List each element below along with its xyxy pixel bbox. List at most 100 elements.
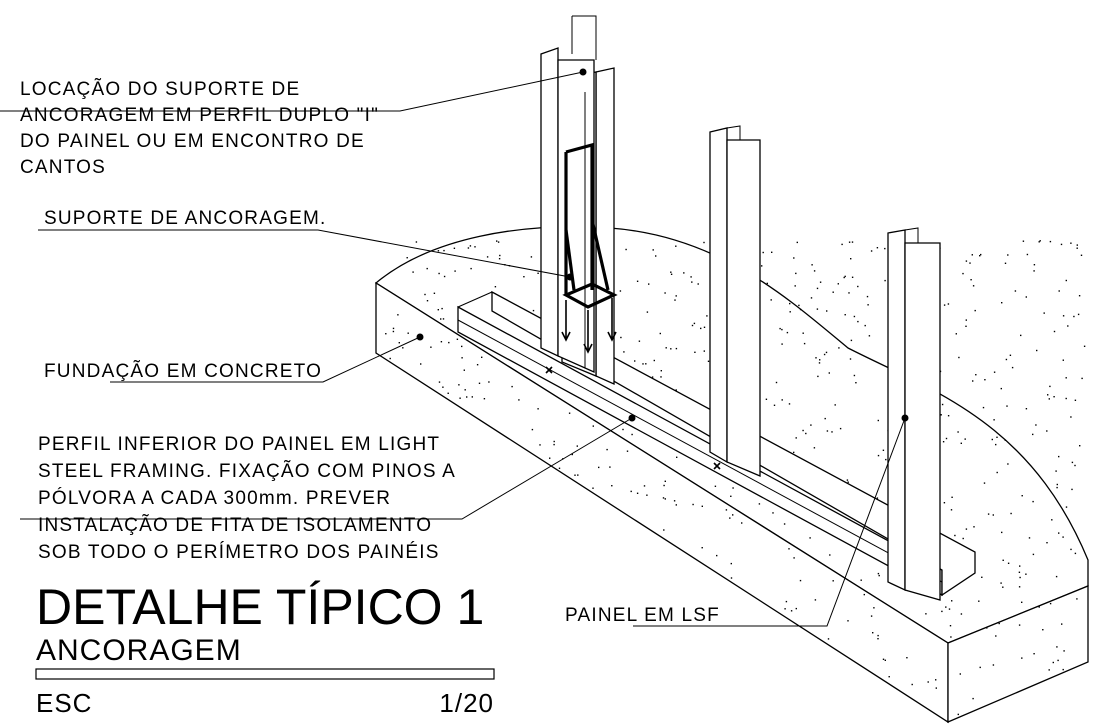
aggregate-dot [1077, 313, 1080, 316]
aggregate-dot [407, 332, 409, 334]
aggregate-dot [965, 325, 967, 327]
annotation-line: DO PAINEL OU EM ENCONTRO DE [20, 131, 365, 152]
aggregate-dot [1026, 253, 1029, 256]
aggregate-dot [1081, 377, 1083, 380]
annotation-line: INSTALAÇÃO DE FITA DE ISOLAMENTO [38, 514, 432, 536]
aggregate-dot [456, 338, 459, 340]
aggregate-dot [643, 485, 646, 487]
detail-subtitle: ANCORAGEM [36, 634, 242, 667]
aggregate-dot [464, 389, 466, 391]
aggregate-dot [438, 381, 441, 383]
aggregate-dot [636, 492, 639, 494]
aggregate-dot [670, 273, 673, 275]
aggregate-dot [598, 466, 600, 469]
aggregate-dot [877, 634, 879, 637]
aggregate-dot [1033, 264, 1036, 266]
annotation-line: PÓLVORA A CADA 300mm. PREVER [38, 487, 391, 509]
aggregate-dot [683, 272, 685, 274]
aggregate-dot [741, 522, 743, 524]
aggregate-dot [1049, 602, 1052, 605]
aggregate-dot [1062, 359, 1064, 361]
aggregate-dot [1053, 330, 1056, 333]
aggregate-dot [392, 327, 395, 330]
aggregate-dot [784, 608, 786, 610]
aggregate-dot [1006, 405, 1008, 407]
aggregate-dot [437, 309, 439, 311]
aggregate-dot [878, 574, 880, 577]
aggregate-dot [980, 253, 982, 256]
aggregate-dot [651, 376, 654, 378]
aggregate-dot [638, 340, 641, 342]
aggregate-dot [670, 271, 672, 273]
aggregate-dot [941, 610, 943, 613]
aggregate-dot [864, 324, 866, 327]
aggregate-dot [486, 256, 489, 258]
aggregate-dot [813, 270, 816, 272]
aggregate-dot [494, 286, 497, 288]
aggregate-dot [478, 382, 481, 384]
aggregate-dot [634, 360, 636, 362]
aggregate-dot [975, 374, 977, 376]
foundation-right-face [947, 585, 1089, 723]
aggregate-dot [1038, 606, 1040, 608]
aggregate-dot [470, 267, 472, 270]
aggregate-dot [857, 320, 859, 323]
aggregate-dot [885, 458, 887, 461]
aggregate-dot [1039, 240, 1041, 242]
aggregate-dot [802, 429, 804, 432]
aggregate-dot [793, 557, 795, 559]
aggregate-dot [1070, 242, 1072, 244]
aggregate-dot [1000, 582, 1002, 584]
aggregate-dot [1063, 650, 1065, 652]
aggregate-dot [461, 345, 463, 348]
aggregate-dot [789, 302, 791, 305]
aggregate-dot [834, 404, 836, 406]
aggregate-dot [1033, 653, 1035, 655]
aggregate-dot [838, 347, 840, 349]
aggregate-dot [730, 495, 732, 497]
aggregate-dot [1061, 623, 1063, 625]
annotation-anchor-support: SUPORTE DE ANCORAGEM. [44, 208, 326, 229]
aggregate-dot [761, 265, 763, 267]
aggregate-dot [960, 442, 962, 444]
aggregate-dot [397, 314, 399, 316]
aggregate-dot [789, 311, 791, 313]
aggregate-dot [884, 247, 886, 250]
aggregate-dot [1021, 601, 1023, 603]
aggregate-dot [652, 249, 654, 251]
aggregate-dot [957, 431, 959, 433]
aggregate-dot [1055, 575, 1058, 578]
aggregate-dot [1025, 408, 1028, 410]
aggregate-dot [775, 381, 778, 384]
aggregate-dot [814, 599, 817, 601]
aggregate-dot [906, 657, 908, 659]
aggregate-dot [611, 485, 613, 487]
title-underline-bar [35, 668, 495, 680]
aggregate-dot [459, 397, 461, 399]
aggregate-dot [870, 615, 873, 617]
aggregate-dot [795, 272, 797, 275]
aggregate-dot [888, 676, 890, 678]
aggregate-dot [925, 613, 927, 615]
aggregate-dot [674, 299, 676, 301]
aggregate-dot [440, 318, 442, 320]
aggregate-dot [1049, 240, 1052, 243]
aggregate-dot [972, 285, 975, 287]
aggregate-dot [813, 447, 816, 449]
aggregate-dot [951, 496, 953, 498]
aggregate-dot [816, 287, 819, 290]
aggregate-dot [815, 357, 817, 359]
aggregate-dot [959, 673, 961, 675]
aggregate-dot [843, 276, 845, 279]
aggregate-dot [848, 241, 851, 243]
aggregate-dot [1076, 247, 1078, 249]
aggregate-dot [1073, 315, 1075, 318]
aggregate-dot [1042, 629, 1044, 631]
aggregate-dot [697, 283, 699, 285]
aggregate-dot [703, 350, 705, 352]
aggregate-dot [1049, 385, 1051, 388]
aggregate-dot [870, 250, 873, 252]
aggregate-dot [942, 441, 945, 443]
aggregate-dot [693, 322, 696, 325]
aggregate-dot [467, 247, 470, 249]
